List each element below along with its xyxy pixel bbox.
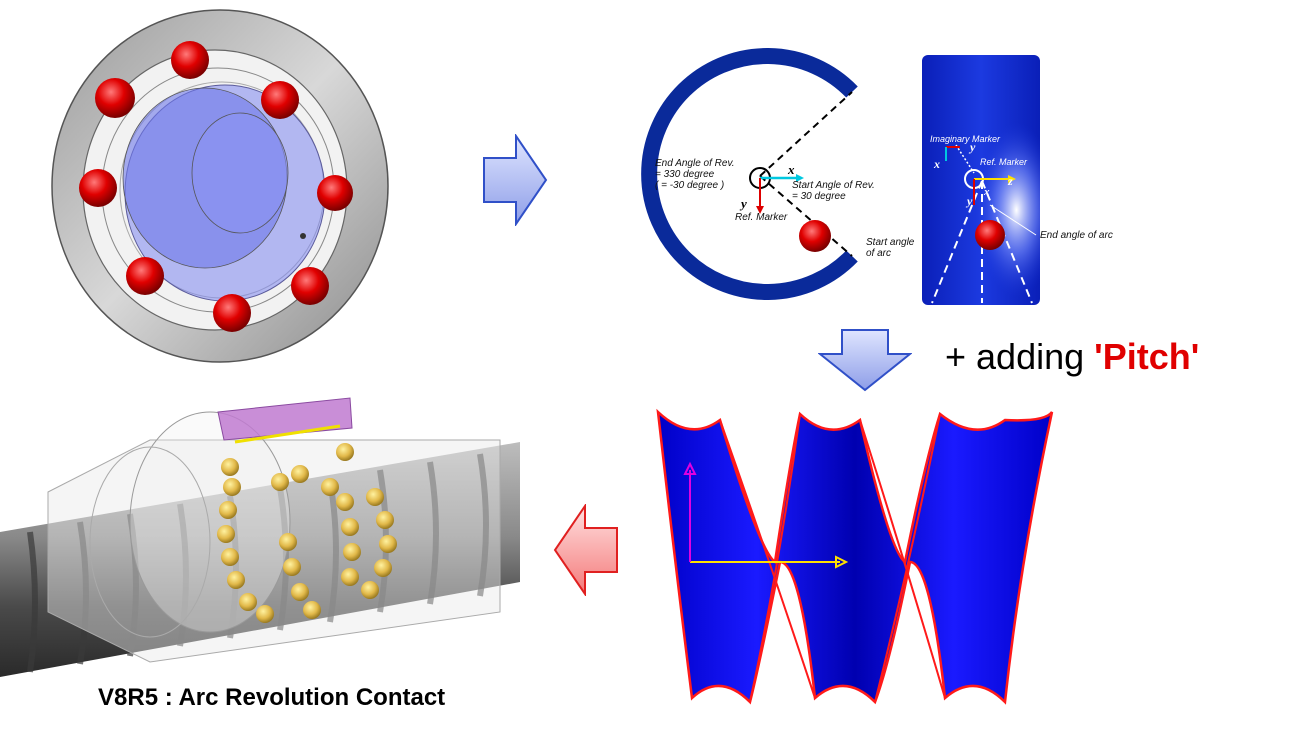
- arrow-left: [553, 504, 618, 596]
- end-angle-label-2: = 330 degree: [655, 169, 715, 180]
- side-view-diagram: [922, 55, 1040, 305]
- side-axis-z-label: z: [1008, 174, 1013, 188]
- axis-y-label: y: [741, 196, 747, 211]
- side-axis-y-label: y: [970, 140, 976, 154]
- start-angle-label-1: Start Angle of Rev.: [792, 180, 875, 191]
- start-angle-label-2: = 30 degree: [792, 191, 846, 202]
- bearing-illustration: [51, 9, 389, 363]
- ref-marker-label: Ref. Marker: [735, 212, 788, 223]
- arc-diagram: [641, 48, 858, 300]
- pitch-caption-prefix: + adding: [945, 336, 1095, 377]
- bearing-balls: [79, 41, 353, 332]
- side-axis-x-label: x: [934, 157, 940, 171]
- end-angle-label-3: ( = -30 degree ): [655, 180, 725, 191]
- start-arc-label-2: of arc: [866, 248, 892, 259]
- pitch-caption-highlight: 'Pitch': [1094, 336, 1200, 377]
- side-axis-x2-label: x: [984, 186, 990, 198]
- pitch-caption: + adding 'Pitch': [945, 336, 1199, 378]
- helix-surface: [656, 408, 1054, 705]
- side-axis-y2-label: y: [967, 194, 973, 208]
- ball-screw-illustration: [0, 397, 520, 677]
- bottom-title: V8R5 : Arc Revolution Contact: [98, 684, 446, 711]
- side-ref-marker-label: Ref. Marker: [980, 157, 1028, 167]
- arrow-down: [818, 329, 912, 392]
- recirculating-balls: [217, 443, 397, 623]
- imaginary-marker-label: Imaginary Marker: [930, 134, 1001, 144]
- axis-x-label: x: [788, 162, 795, 177]
- end-arc-label: End angle of arc: [1040, 230, 1113, 241]
- start-arc-label-1: Start angle: [866, 237, 915, 248]
- arrow-right: [483, 134, 548, 226]
- end-angle-label-1: End Angle of Rev.: [655, 158, 735, 169]
